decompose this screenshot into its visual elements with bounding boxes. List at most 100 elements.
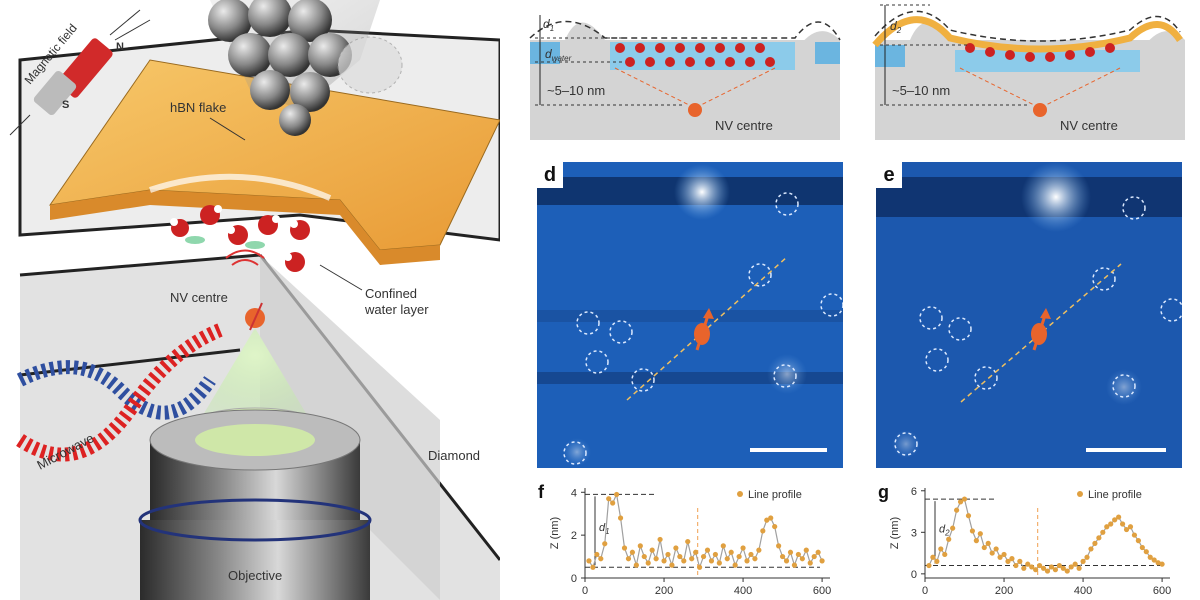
data-point <box>673 545 679 551</box>
nv-centre-label: NV centre <box>170 290 228 305</box>
objective-label: Objective <box>228 568 282 583</box>
data-point <box>1068 564 1074 570</box>
profile-line <box>928 498 1163 572</box>
data-point <box>1116 514 1122 520</box>
panel-letter-e: e <box>876 162 902 188</box>
y-axis-label: Z (nm) <box>889 517 901 549</box>
data-point <box>633 562 639 568</box>
data-point <box>614 491 620 498</box>
data-point <box>1131 532 1138 538</box>
light-cone <box>200 328 310 420</box>
data-point <box>669 562 675 568</box>
data-point <box>776 543 782 549</box>
afm-map-e <box>876 162 1182 468</box>
legend-label: Line profile <box>1088 489 1142 501</box>
data-point <box>1123 526 1130 533</box>
panel-letter-g: g <box>878 482 889 502</box>
data-point <box>685 538 691 545</box>
data-point <box>1147 554 1153 560</box>
data-point <box>728 549 734 555</box>
data-point <box>724 556 730 562</box>
data-point <box>594 551 600 558</box>
water-row-c <box>965 43 1115 62</box>
y-tick-label: 6 <box>911 486 917 498</box>
data-point <box>969 528 976 534</box>
data-point <box>696 564 703 570</box>
data-point <box>1155 560 1161 566</box>
data-point <box>957 499 964 505</box>
data-point <box>720 543 726 549</box>
data-point <box>649 547 655 553</box>
data-point <box>1088 546 1094 552</box>
x-tick-label: 200 <box>655 585 673 597</box>
data-point <box>1033 567 1039 573</box>
water-row-b <box>615 43 775 67</box>
x-tick-label: 0 <box>922 585 928 597</box>
data-point <box>1001 551 1007 558</box>
data-point <box>779 553 786 560</box>
depth-label-b: ~5–10 nm <box>547 83 605 98</box>
x-tick-label: 0 <box>582 585 588 597</box>
data-point <box>1052 567 1059 573</box>
data-point <box>617 515 624 521</box>
hbn-flake-edge <box>50 190 440 265</box>
data-point <box>787 549 794 555</box>
data-point <box>712 551 719 558</box>
hbn-flake-label: hBN flake <box>170 100 226 115</box>
data-point <box>629 549 636 555</box>
nv-centre-c <box>1033 103 1047 117</box>
data-point <box>938 546 944 552</box>
microwave-icon <box>16 323 223 462</box>
data-point <box>641 553 647 560</box>
data-point <box>1017 558 1023 564</box>
data-point <box>993 546 999 552</box>
data-point <box>1060 565 1066 571</box>
data-point <box>590 564 596 570</box>
data-point <box>791 562 798 568</box>
data-point <box>689 556 695 562</box>
legend-marker <box>737 491 743 497</box>
cross-section-c: d2 ~5–10 nm NV centre <box>872 4 1185 140</box>
data-point <box>677 553 683 560</box>
data-point <box>807 560 813 566</box>
magnet-icon <box>9 9 151 136</box>
data-point <box>736 553 742 560</box>
nv-centre-icon <box>225 249 265 331</box>
data-point <box>708 558 715 564</box>
hbn-flake-pointer <box>209 117 246 141</box>
data-point <box>744 558 750 564</box>
data-point <box>1127 524 1134 530</box>
data-point <box>700 553 707 560</box>
data-point <box>973 538 979 544</box>
data-point <box>1048 564 1055 570</box>
data-point <box>961 496 968 502</box>
svg-text:d1: d1 <box>543 17 554 33</box>
data-point <box>1108 521 1114 527</box>
water-pointer <box>319 264 363 291</box>
data-point <box>815 549 821 555</box>
y-tick-label: 0 <box>911 569 917 581</box>
annotation-label: d1 <box>599 522 610 536</box>
data-point <box>803 547 809 553</box>
data-point <box>783 558 790 564</box>
data-point <box>1139 544 1145 551</box>
data-point <box>1005 558 1011 564</box>
data-point <box>1096 535 1102 541</box>
data-point <box>637 543 643 549</box>
x-tick-label: 400 <box>734 585 752 597</box>
data-point <box>768 515 774 521</box>
data-point <box>1112 517 1118 523</box>
data-point <box>1080 558 1086 564</box>
data-point <box>1100 529 1106 535</box>
data-point <box>1072 561 1078 567</box>
x-tick-label: 600 <box>813 585 831 597</box>
nv-spin-e <box>1031 308 1051 351</box>
data-point <box>1092 540 1098 546</box>
y-tick-label: 0 <box>571 573 577 585</box>
annotation-label: d2 <box>939 523 950 537</box>
data-point <box>704 547 711 553</box>
data-point <box>602 541 608 547</box>
